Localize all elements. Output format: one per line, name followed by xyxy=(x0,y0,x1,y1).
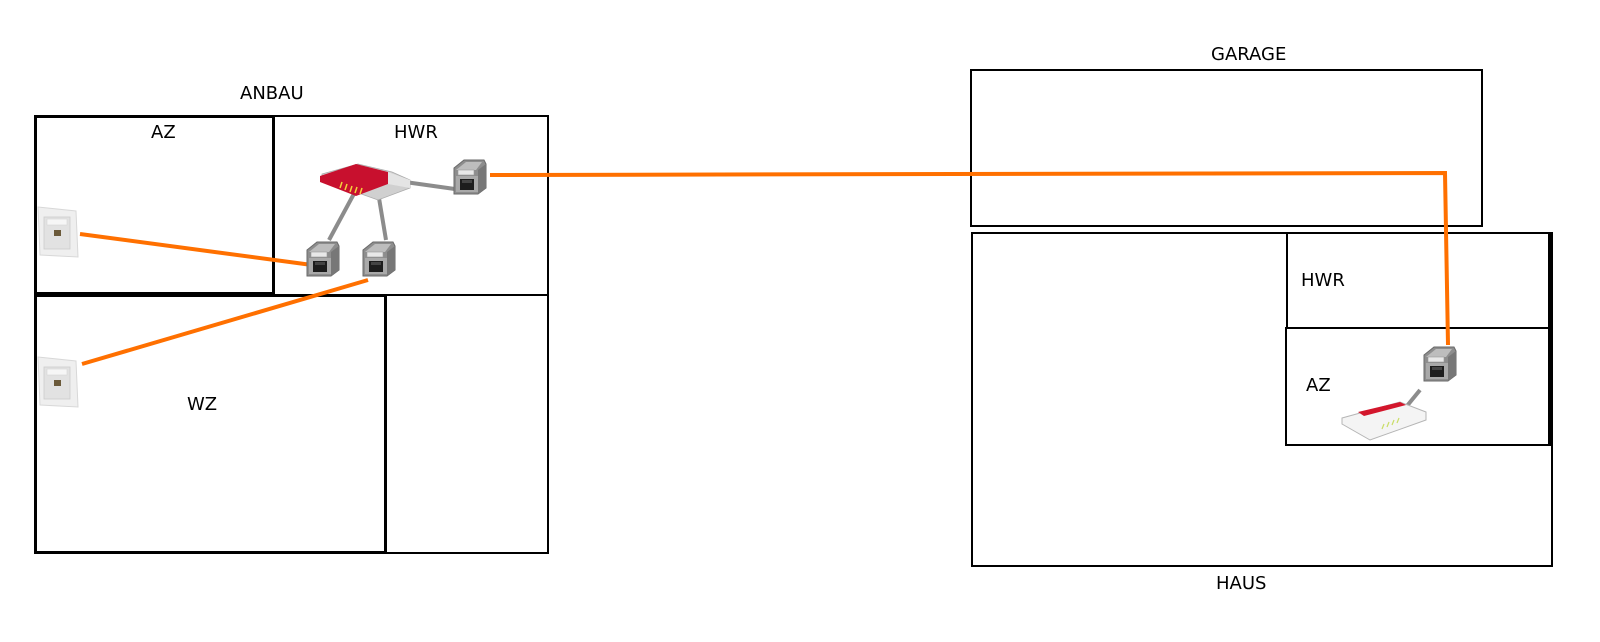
haus-hwr-label: HWR xyxy=(1301,270,1345,291)
garage-building xyxy=(970,69,1483,227)
wall-socket-icon xyxy=(37,206,79,258)
anbau-az-label: AZ xyxy=(151,122,176,143)
rj45-keystone-icon xyxy=(362,241,396,277)
anbau-hwr-label: HWR xyxy=(394,122,438,143)
router-icon xyxy=(320,163,411,201)
haus-right-wall xyxy=(1548,232,1553,446)
rj45-keystone-icon xyxy=(306,241,340,277)
patch-cables xyxy=(327,180,1422,414)
wall-socket-icon xyxy=(37,356,79,408)
rj45-keystone-icon xyxy=(1423,346,1457,382)
ethernet-cables xyxy=(79,170,1450,366)
garage-label: GARAGE xyxy=(1211,44,1287,65)
anbau-wz-label: WZ xyxy=(187,394,218,415)
anbau-room-unnamed xyxy=(385,294,549,554)
rj45-keystone-icon xyxy=(453,159,487,195)
haus-az-label: AZ xyxy=(1306,375,1331,396)
anbau-label: ANBAU xyxy=(240,83,304,104)
haus-label: HAUS xyxy=(1216,573,1267,594)
router-icon xyxy=(1341,401,1427,441)
